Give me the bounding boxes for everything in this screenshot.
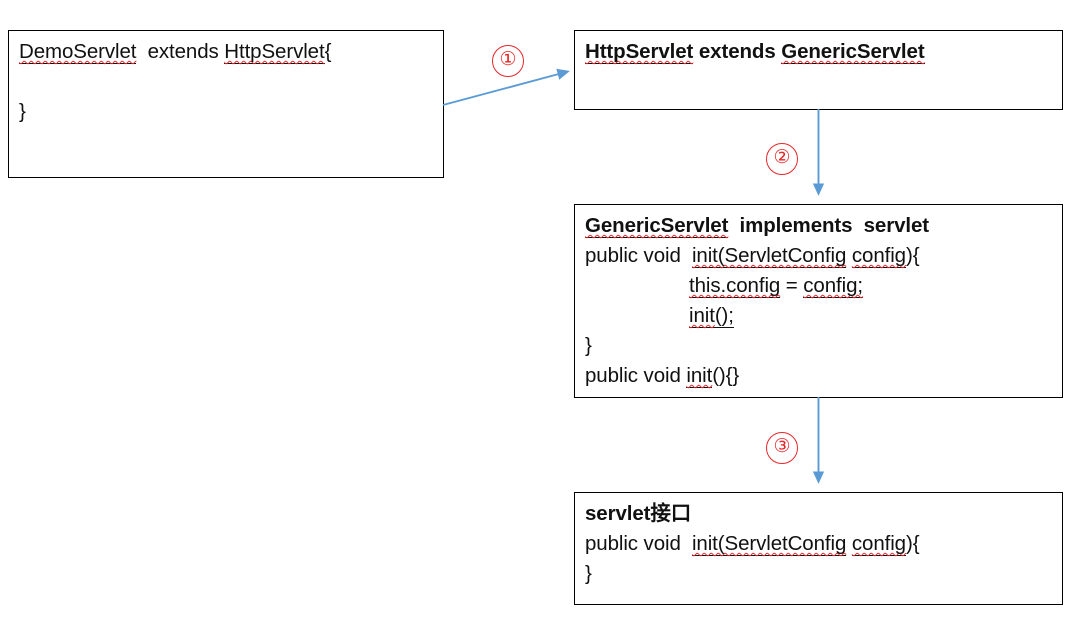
arrow-http-to-generic bbox=[812, 109, 825, 196]
step-marker-3: ③ bbox=[766, 432, 798, 464]
step-marker-2: ② bbox=[766, 143, 798, 175]
code-line: } bbox=[19, 97, 433, 127]
box-http-servlet[interactable]: HttpServlet extends GenericServlet bbox=[574, 30, 1063, 110]
code-token: ){ bbox=[905, 244, 920, 267]
code-token: { bbox=[324, 40, 332, 63]
code-line: HttpServlet extends GenericServlet bbox=[585, 37, 1052, 67]
box-demo-servlet[interactable]: DemoServlet extends HttpServlet{ } bbox=[8, 30, 444, 178]
code-token: ){ bbox=[905, 532, 920, 555]
code-token: init(ServletConfig bbox=[691, 244, 847, 268]
code-token: } bbox=[585, 334, 592, 357]
code-token: init(ServletConfig bbox=[691, 532, 847, 556]
arrow-generic-to-servlet bbox=[812, 397, 825, 484]
code-token: init bbox=[686, 364, 713, 388]
code-token: init bbox=[689, 304, 715, 328]
code-token: extends bbox=[693, 40, 782, 63]
code-token: this.config bbox=[689, 274, 781, 298]
code-token: servlet接口 bbox=[585, 502, 692, 525]
code-token: HttpServlet bbox=[585, 40, 694, 64]
code-token: implements servlet bbox=[728, 214, 930, 237]
code-token: GenericServlet bbox=[585, 214, 729, 238]
code-token: extends bbox=[136, 40, 225, 63]
code-token: config bbox=[851, 532, 906, 556]
code-token: DemoServlet bbox=[19, 40, 137, 64]
code-line: } bbox=[585, 559, 1052, 589]
code-token: public void bbox=[585, 532, 692, 555]
box-servlet-interface[interactable]: servlet接口 public void init(ServletConfig… bbox=[574, 492, 1063, 605]
code-token: public void bbox=[585, 244, 692, 267]
code-line: init(); bbox=[585, 301, 1052, 331]
code-blank-line bbox=[19, 67, 433, 97]
code-line: servlet接口 bbox=[585, 499, 1052, 529]
code-line: GenericServlet implements servlet bbox=[585, 211, 1052, 241]
code-token: config; bbox=[803, 274, 863, 298]
code-line: public void init(ServletConfig config){ bbox=[585, 241, 1052, 271]
code-token: public void bbox=[585, 364, 687, 387]
code-token: GenericServlet bbox=[781, 40, 925, 64]
code-token: (){} bbox=[712, 364, 740, 387]
code-line: } bbox=[585, 331, 1052, 361]
box-generic-servlet[interactable]: GenericServlet implements servlet public… bbox=[574, 204, 1063, 398]
code-token: } bbox=[19, 100, 26, 123]
code-token: (); bbox=[714, 304, 734, 328]
code-token: } bbox=[585, 562, 592, 585]
code-token: = bbox=[780, 274, 804, 297]
code-line: public void init(ServletConfig config){ bbox=[585, 529, 1052, 559]
code-token: config bbox=[851, 244, 906, 268]
code-line: DemoServlet extends HttpServlet{ bbox=[19, 37, 433, 67]
step-marker-1: ① bbox=[492, 45, 524, 77]
code-line: this.config = config; bbox=[585, 271, 1052, 301]
code-token: HttpServlet bbox=[224, 40, 325, 64]
code-line: public void init(){} bbox=[585, 361, 1052, 391]
